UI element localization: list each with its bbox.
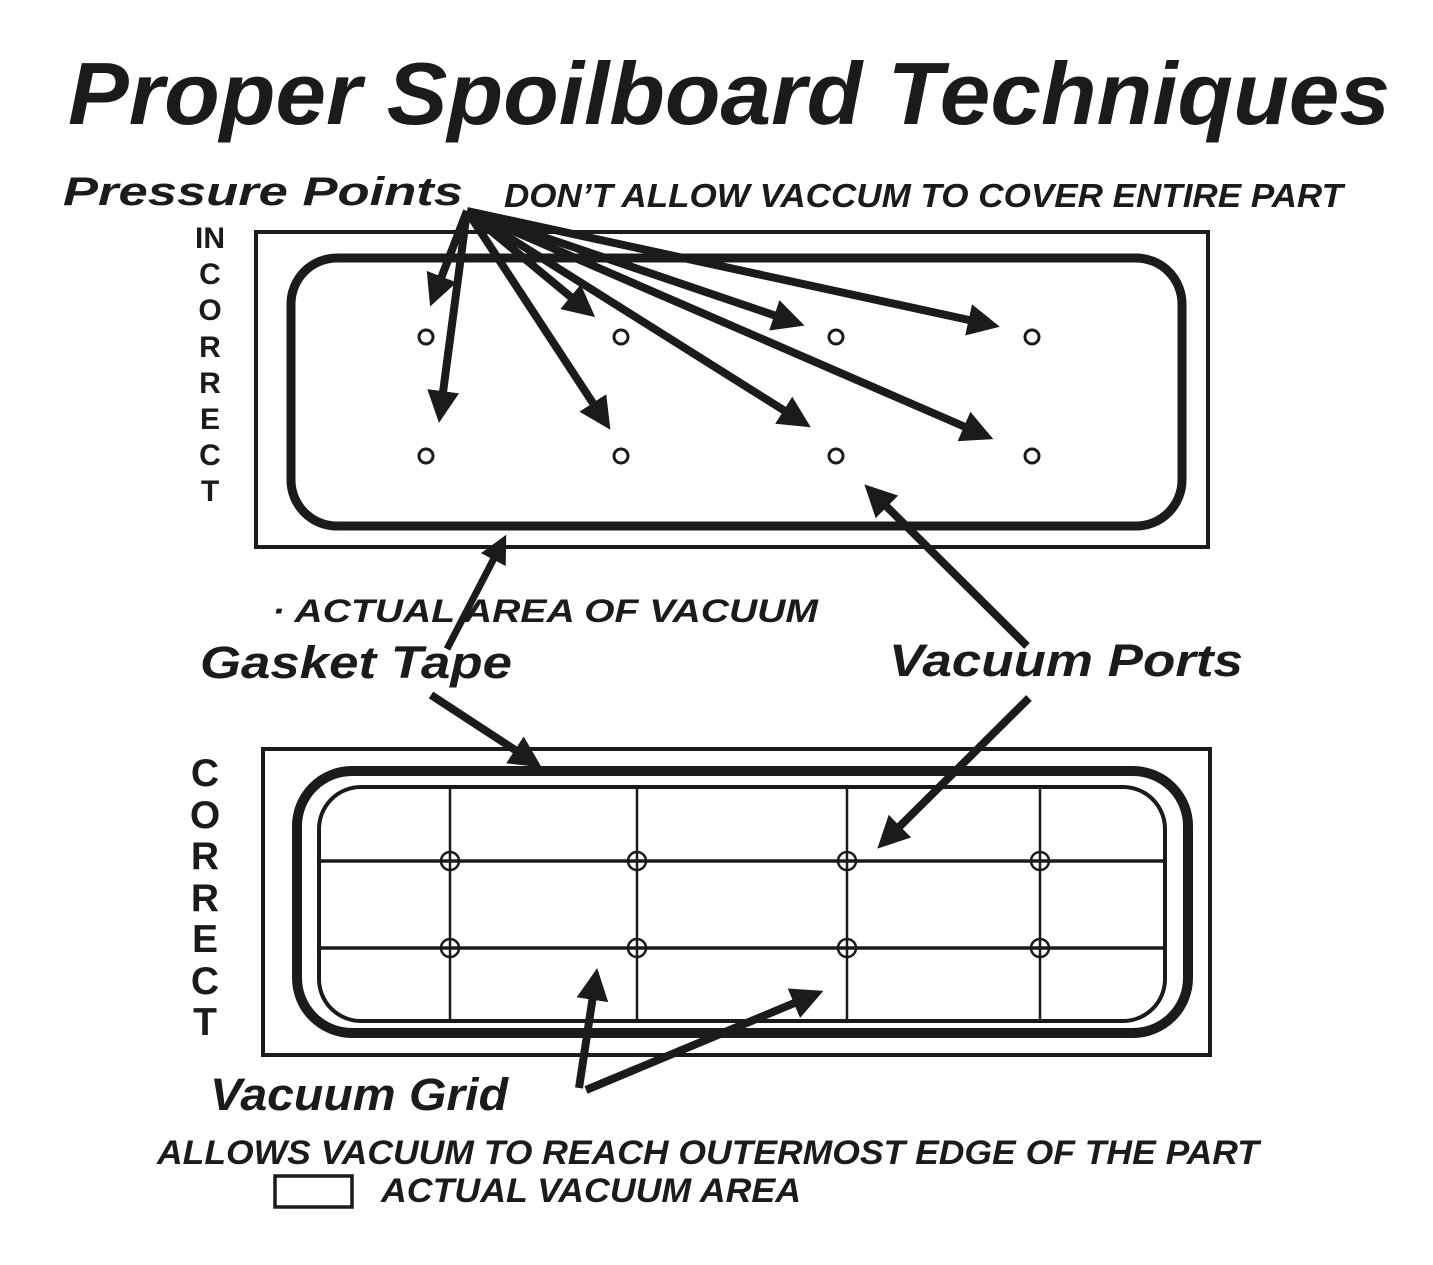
pressure-point-arrow — [464, 207, 811, 428]
incorrect-diagram — [254, 230, 1210, 549]
vacuum-grid-outline — [317, 785, 1167, 1023]
pressure-points-label: Pressure Points — [63, 170, 463, 214]
vacuum-port-fitting — [439, 937, 461, 959]
correct-side-label: CORRECT — [189, 752, 221, 1044]
pressure-point-arrow — [463, 208, 611, 430]
vacuum-port-hole — [1023, 328, 1041, 346]
vacuum-port-fitting — [626, 850, 648, 872]
incorrect-vacuum-port-holes — [417, 328, 1041, 465]
correct-diagram — [261, 747, 1212, 1057]
vacuum-port-fitting — [1029, 937, 1051, 959]
correct-vacuum-ports — [439, 850, 1051, 959]
gasket-tape-label: Gasket Tape — [200, 637, 512, 688]
vacuum-port-hole — [417, 328, 435, 346]
vacuum-port-hole — [1023, 447, 1041, 465]
warning-label: DON’T ALLOW VACCUM TO COVER ENTIRE PART — [504, 177, 1346, 214]
vacuum-ports-arrow-up — [864, 484, 1030, 649]
actual-vacuum-area-arrow — [443, 534, 507, 651]
correct-gasket-outline — [292, 766, 1193, 1038]
vacuum-port-hole — [827, 447, 845, 465]
vacuum-grid-lines — [319, 787, 1165, 1021]
vacuum-port-hole — [417, 447, 435, 465]
vacuum-port-fitting — [626, 937, 648, 959]
incorrect-gasket-outline — [286, 253, 1187, 531]
vacuum-port-fitting — [1029, 850, 1051, 872]
vacuum-grid-arrow-left — [575, 968, 609, 1089]
vacuum-port-fitting — [836, 850, 858, 872]
vacuum-grid-arrows — [575, 968, 824, 1094]
pressure-point-arrow — [465, 207, 994, 442]
incorrect-part-outline — [254, 230, 1210, 549]
vacuum-grid-arrow-right — [584, 988, 824, 1094]
benefit-label: ALLOWS VACUUM TO REACH OUTERMOST EDGE OF… — [156, 1134, 1262, 1172]
correct-part-outline — [261, 747, 1212, 1057]
vacuum-port-hole — [612, 447, 630, 465]
legend-swatch — [273, 1174, 354, 1209]
pressure-point-arrow — [427, 210, 471, 423]
actual-vacuum-area-note: · ACTUAL AREA OF VACUUM — [272, 593, 820, 629]
gasket-tape-arrow — [428, 691, 542, 768]
vacuum-grid-label: Vacuum Grid — [210, 1069, 510, 1120]
page-title: Proper Spoilboard Techniques — [68, 44, 1390, 143]
incorrect-side-label: INCORRECT — [195, 222, 225, 509]
vacuum-ports-label: Vacuum Ports — [889, 635, 1243, 686]
pressure-point-arrows — [426, 207, 1000, 442]
vacuum-port-hole — [827, 328, 845, 346]
vacuum-port-fitting — [836, 937, 858, 959]
vacuum-port-hole — [612, 328, 630, 346]
pressure-point-arrow — [465, 207, 805, 331]
legend-label: ACTUAL VACUUM AREA — [380, 1172, 801, 1210]
pressure-point-arrow — [466, 207, 1000, 336]
vacuum-port-fitting — [439, 850, 461, 872]
